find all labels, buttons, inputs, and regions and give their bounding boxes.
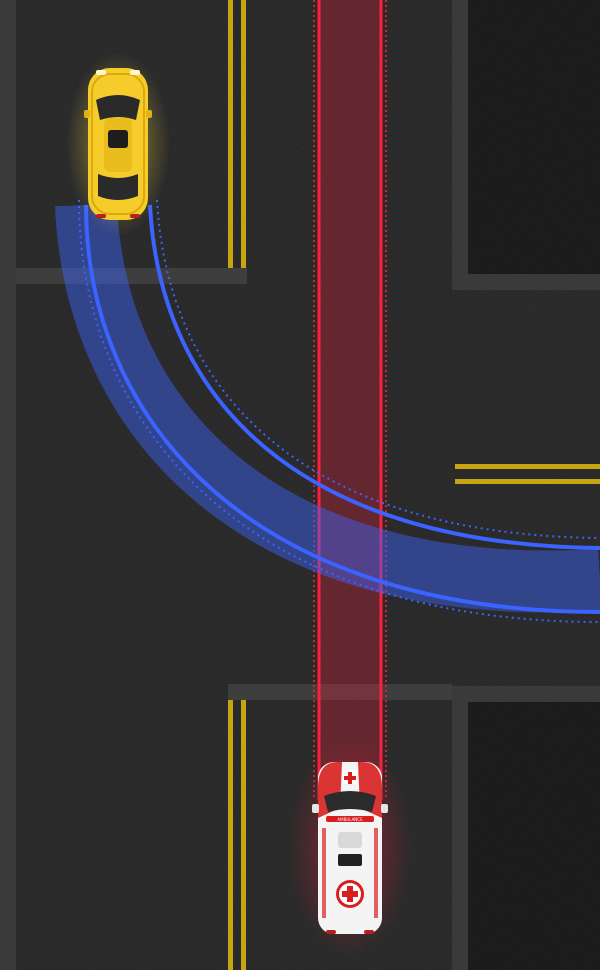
taxi-car[interactable] xyxy=(66,52,170,236)
yellow-center-lines xyxy=(228,0,600,970)
left-curb xyxy=(0,0,16,970)
ambulance-path xyxy=(313,0,387,800)
ambulance-vehicle[interactable]: AMBULANCE xyxy=(288,738,412,958)
right-curb-bottom xyxy=(452,694,468,970)
stop-line-north xyxy=(16,268,247,284)
side-street-curb-top xyxy=(452,274,600,290)
side-street-curb-bottom xyxy=(452,686,600,702)
right-curb-top xyxy=(452,0,468,282)
taxi-path xyxy=(55,199,600,623)
ambulance-label: AMBULANCE xyxy=(337,817,363,822)
stop-line-south xyxy=(228,684,452,700)
